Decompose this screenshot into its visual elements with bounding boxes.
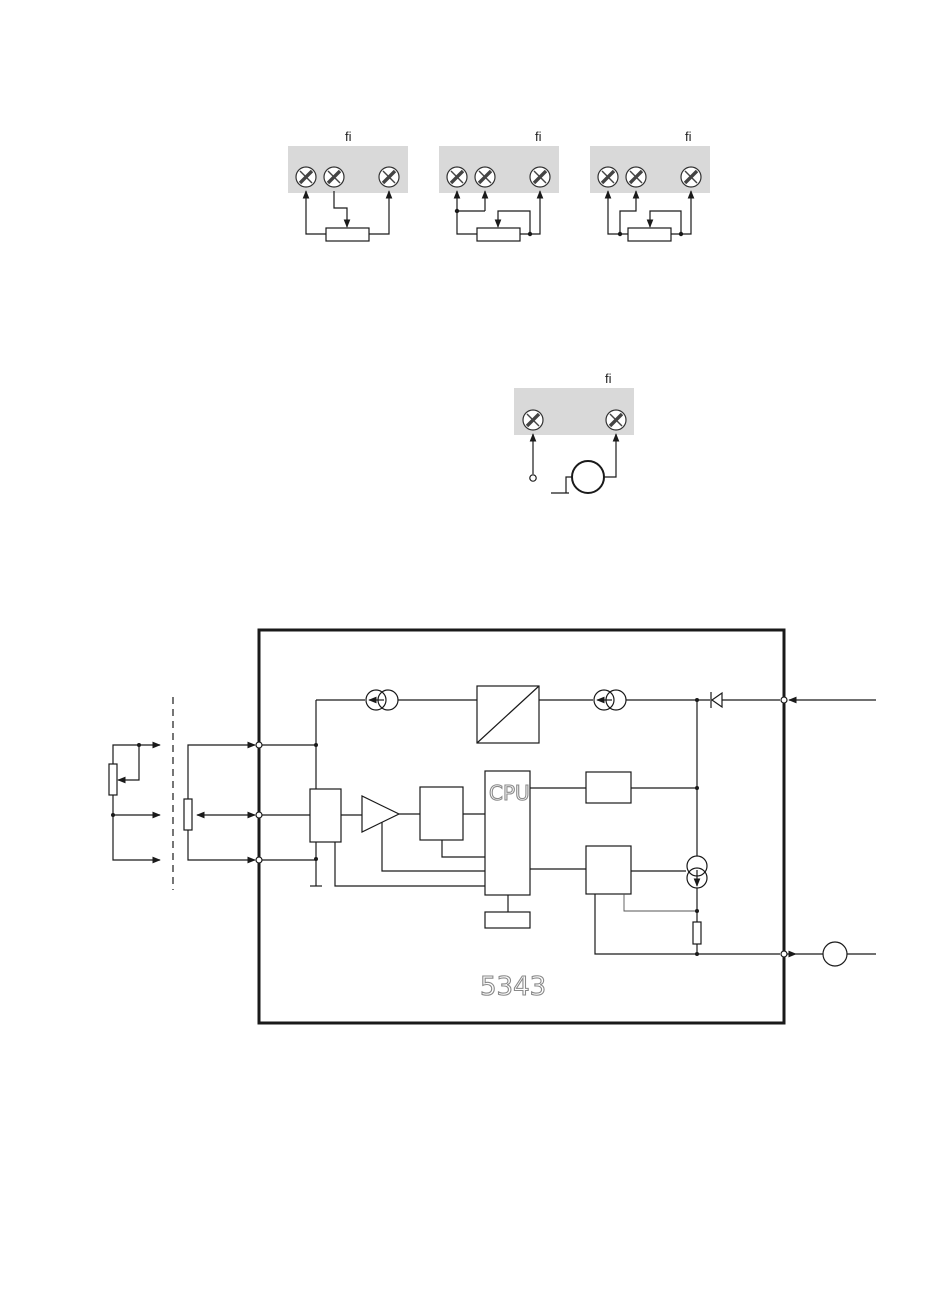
terminal-block-1: fi bbox=[288, 129, 408, 241]
diode-icon bbox=[711, 692, 722, 708]
potentiometer-icon bbox=[326, 228, 369, 241]
screw-terminal-icon bbox=[598, 167, 618, 187]
terminal-block-label: fi bbox=[685, 129, 692, 144]
potentiometer-icon bbox=[628, 228, 671, 241]
block-diagram: CPU 5343 bbox=[109, 630, 876, 1023]
amplifier-icon bbox=[362, 796, 399, 832]
adc-box bbox=[420, 787, 463, 840]
output-meter-icon bbox=[823, 942, 847, 966]
dac-box bbox=[586, 846, 631, 894]
resistor-icon bbox=[109, 764, 117, 795]
memory-box bbox=[485, 912, 530, 928]
model-number: 5343 bbox=[480, 972, 546, 1002]
screw-terminal-icon bbox=[447, 167, 467, 187]
resistor-icon bbox=[184, 799, 192, 830]
terminal-block-3: fi bbox=[590, 129, 710, 241]
terminal-block-2: fi bbox=[439, 129, 559, 241]
terminal-block-label: fi bbox=[605, 371, 612, 386]
current-meter-icon bbox=[572, 461, 604, 493]
screw-terminal-icon bbox=[379, 167, 399, 187]
screw-terminal-icon bbox=[324, 167, 344, 187]
potentiometer-icon bbox=[477, 228, 520, 241]
screw-terminal-icon bbox=[606, 410, 626, 430]
sense-resistor-icon bbox=[693, 922, 701, 944]
screw-terminal-icon bbox=[530, 167, 550, 187]
current-input-block: fi bbox=[514, 371, 634, 493]
external-sensor bbox=[109, 697, 173, 890]
cpu-label: CPU bbox=[489, 781, 530, 805]
communication-box bbox=[586, 772, 631, 803]
screw-terminal-icon bbox=[296, 167, 316, 187]
input-mux-box bbox=[310, 789, 341, 842]
terminal-block-label: fi bbox=[345, 129, 352, 144]
screw-terminal-icon bbox=[475, 167, 495, 187]
screw-terminal-icon bbox=[523, 410, 543, 430]
screw-terminal-icon bbox=[626, 167, 646, 187]
screw-terminal-icon bbox=[681, 167, 701, 187]
terminal-block-label: fi bbox=[535, 129, 542, 144]
input-terminals bbox=[184, 742, 262, 863]
